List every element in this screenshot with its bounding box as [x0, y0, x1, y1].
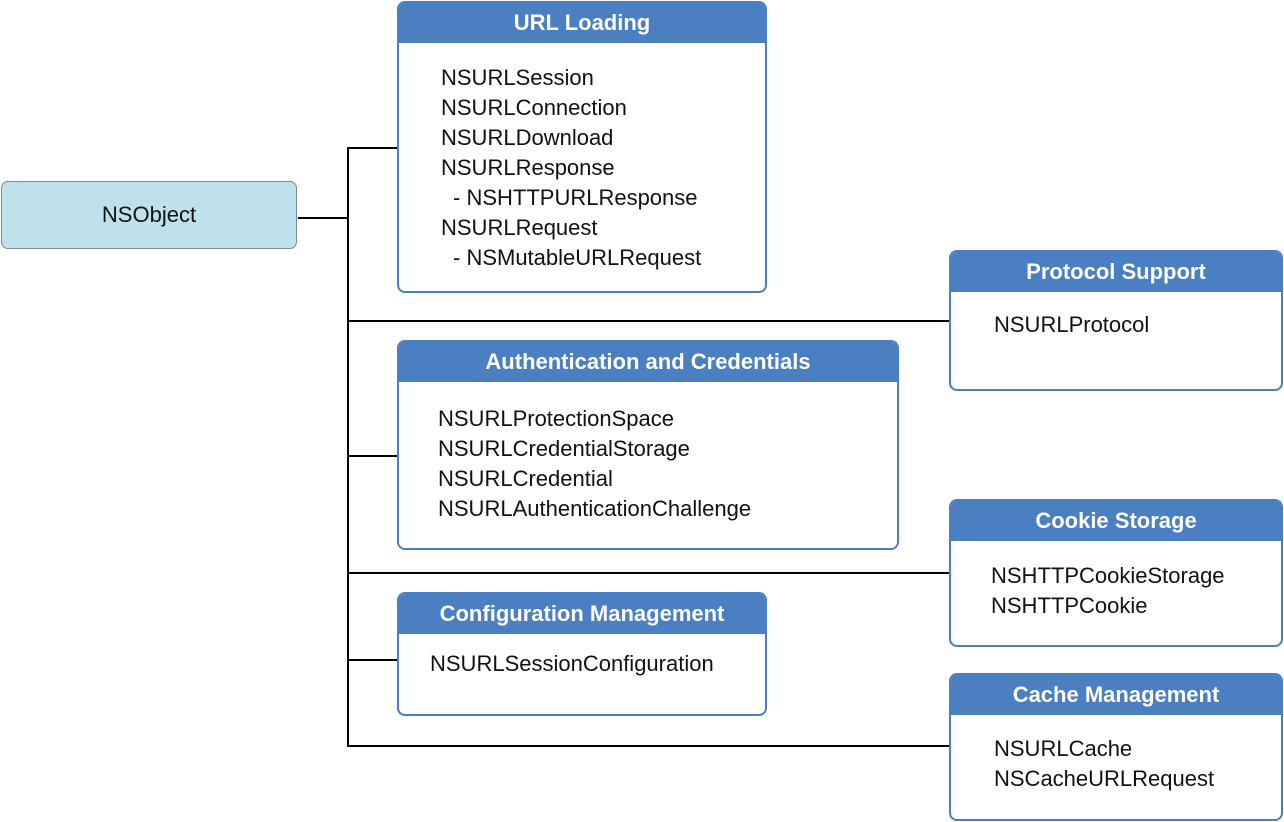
- group-header: Authentication and Credentials: [399, 342, 897, 382]
- group-authentication-and-credentials: Authentication and Credentials NSURLProt…: [397, 340, 899, 550]
- list-item: NSHTTPCookieStorage: [991, 563, 1225, 588]
- list-item: NSCacheURLRequest: [994, 766, 1215, 791]
- list-item: - NSMutableURLRequest: [453, 245, 702, 270]
- list-item: NSURLAuthenticationChallenge: [438, 496, 752, 521]
- group-header: Cache Management: [951, 675, 1281, 715]
- list-item: NSURLCredentialStorage: [438, 436, 690, 461]
- list-item: - NSHTTPURLResponse: [453, 185, 698, 210]
- group-protocol-support: Protocol Support NSURLProtocol: [949, 250, 1283, 391]
- group-header: URL Loading: [399, 3, 765, 43]
- list-item: NSURLCache: [994, 736, 1133, 761]
- group-url-loading: URL Loading NSURLSession NSURLConnection…: [397, 1, 767, 293]
- list-item: NSURLSessionConfiguration: [430, 651, 714, 676]
- list-item: NSURLConnection: [441, 95, 627, 120]
- group-item-list: NSHTTPCookieStorage NSHTTPCookie: [951, 541, 1281, 621]
- list-item: NSURLDownload: [441, 125, 614, 150]
- group-cache-management: Cache Management NSURLCache NSCacheURLRe…: [949, 673, 1283, 821]
- root-node-label: NSObject: [101, 202, 197, 227]
- group-item-list: NSURLCache NSCacheURLRequest: [951, 715, 1281, 794]
- group-header: Cookie Storage: [951, 501, 1281, 541]
- list-item: NSURLCredential: [438, 466, 613, 491]
- list-item: NSHTTPCookie: [991, 593, 1148, 618]
- group-header: Protocol Support: [951, 252, 1281, 292]
- list-item: NSURLSession: [441, 65, 594, 90]
- group-header: Configuration Management: [399, 594, 765, 634]
- group-cookie-storage: Cookie Storage NSHTTPCookieStorage NSHTT…: [949, 499, 1283, 647]
- list-item: NSURLProtectionSpace: [438, 406, 675, 431]
- group-configuration-management: Configuration Management NSURLSessionCon…: [397, 592, 767, 716]
- group-item-list: NSURLProtectionSpace NSURLCredentialStor…: [399, 382, 897, 524]
- group-item-list: NSURLSession NSURLConnection NSURLDownlo…: [399, 43, 765, 273]
- group-item-list: NSURLProtocol: [951, 292, 1281, 340]
- list-item: NSURLProtocol: [994, 312, 1150, 337]
- group-item-list: NSURLSessionConfiguration: [399, 634, 765, 679]
- root-node-nsobject: NSObject: [1, 181, 297, 249]
- list-item: NSURLRequest: [441, 215, 598, 240]
- list-item: NSURLResponse: [441, 155, 615, 180]
